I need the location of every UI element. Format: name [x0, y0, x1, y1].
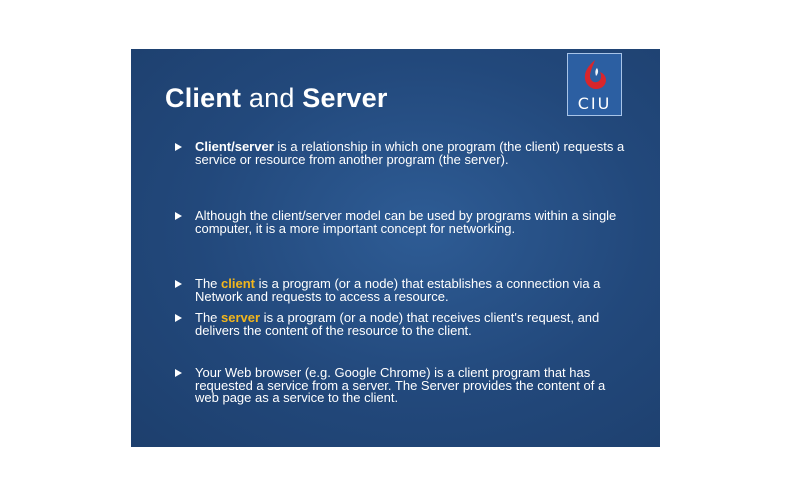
bullet-arrow-icon [175, 280, 182, 288]
title-server: Server [302, 83, 388, 113]
slide-title: Client and Server [165, 83, 388, 114]
bullet-text: Although the client/server model can be … [195, 208, 625, 236]
logo-text: CIU [577, 94, 612, 113]
ciu-logo: CIU [567, 53, 622, 116]
bullet-item: The client is a program (or a node) that… [175, 276, 625, 304]
flame-icon [584, 60, 606, 89]
bullet-text: The server is a program (or a node) that… [195, 310, 625, 338]
bullet-arrow-icon [175, 212, 182, 220]
highlight-server: server [221, 310, 261, 325]
bullet-arrow-icon [175, 314, 182, 322]
bullet-body: Although the client/server model can be … [195, 208, 617, 236]
bullet-prefix: The [195, 276, 222, 291]
bullet-item: Although the client/server model can be … [175, 208, 625, 236]
bullet-body: is a program (or a node) that establishe… [195, 276, 601, 304]
bullet-item: Client/server is a relationship in which… [175, 139, 625, 167]
bullet-prefix: The [195, 310, 222, 325]
bullet-arrow-icon [175, 143, 182, 151]
title-client: Client [165, 83, 242, 113]
bullet-list: Client/server is a relationship in which… [131, 49, 660, 447]
bullet-text: The client is a program (or a node) that… [195, 276, 625, 304]
bullet-bold: Client/server [195, 139, 274, 154]
title-and: and [241, 83, 303, 113]
slide: Client and Server CIU Client/server is a… [131, 49, 660, 447]
highlight-client: client [221, 276, 255, 291]
bullet-body: is a program (or a node) that receives c… [195, 310, 600, 338]
bullet-text: Your Web browser (e.g. Google Chrome) is… [195, 365, 625, 405]
bullet-body: Your Web browser (e.g. Google Chrome) is… [195, 365, 606, 405]
bullet-body: is a relationship in which one program (… [195, 139, 625, 167]
bullet-arrow-icon [175, 369, 182, 377]
bullet-item: The server is a program (or a node) that… [175, 310, 625, 338]
bullet-item: Your Web browser (e.g. Google Chrome) is… [175, 365, 625, 405]
bullet-text: Client/server is a relationship in which… [195, 139, 625, 167]
